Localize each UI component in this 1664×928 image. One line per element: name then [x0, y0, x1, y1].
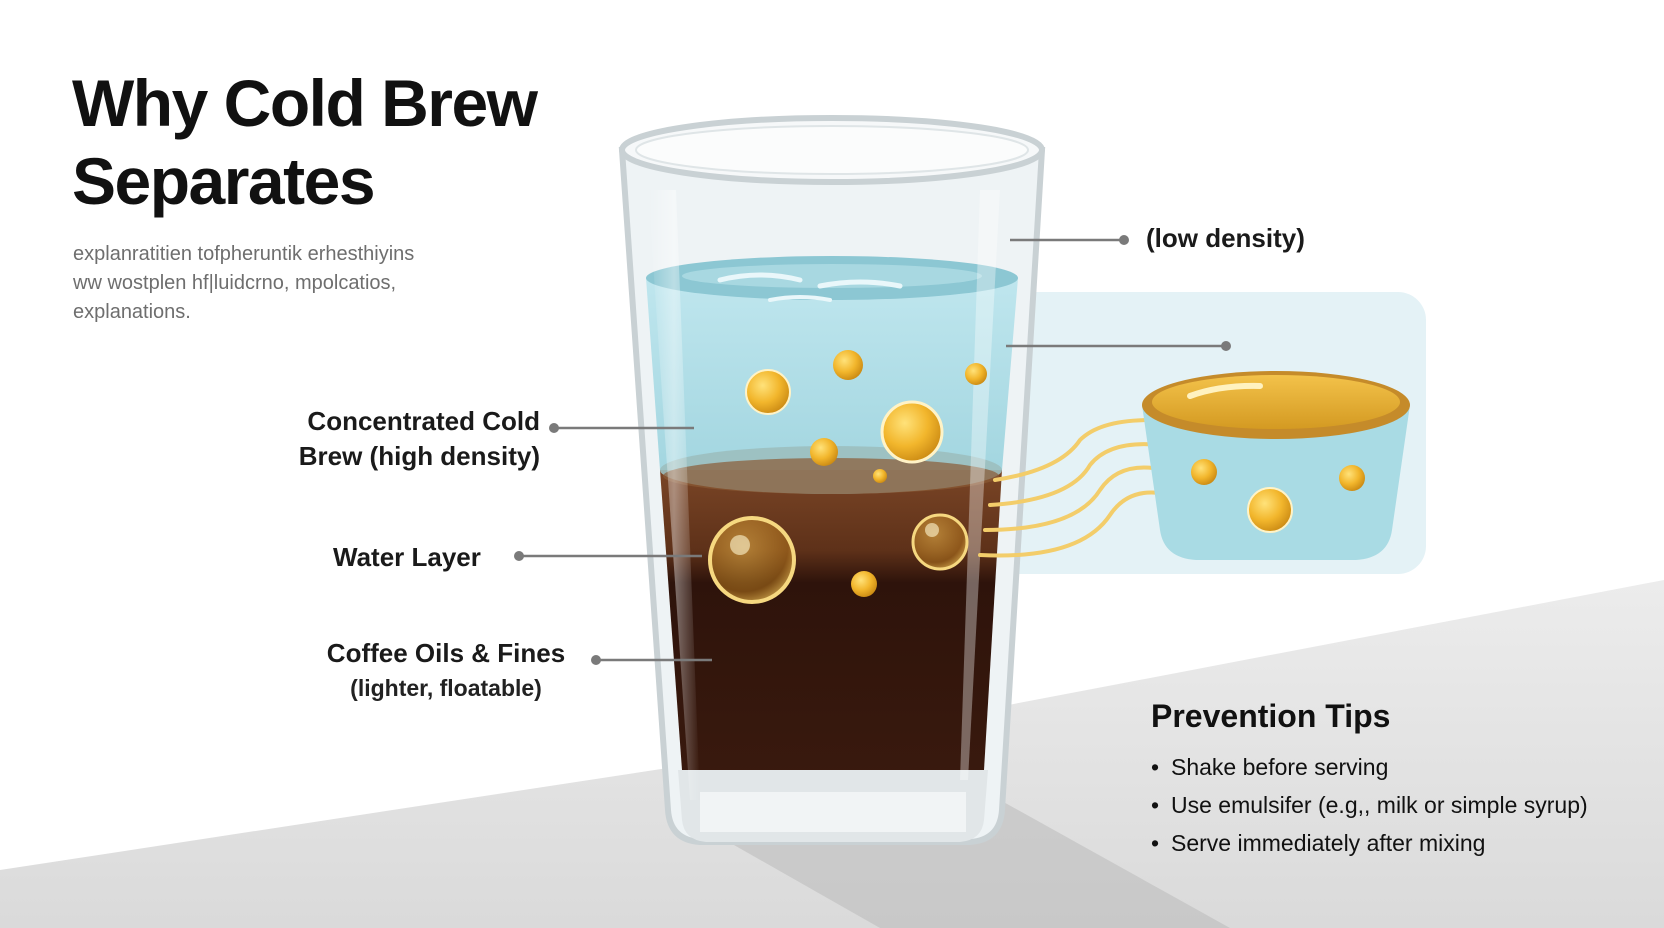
prevention-tip: • Shake before serving — [1151, 748, 1631, 786]
prevention-tip-text: Serve immediately after mixing — [1171, 830, 1486, 856]
prevention-tips-list: • Shake before serving • Use emulsifer (e.… — [1151, 748, 1631, 862]
callout-oils: Coffee Oils & Fines (lighter, floatable) — [310, 636, 582, 706]
oil-droplet — [873, 469, 887, 483]
flow-lines — [978, 418, 1172, 558]
oil-droplet — [1191, 459, 1217, 485]
oil-droplet — [1339, 465, 1365, 491]
callout-concentrated-line-2: Brew (high density) — [298, 441, 540, 471]
bullet-icon: • — [1151, 792, 1160, 818]
prevention-tip: • Serve immediately after mixing — [1151, 824, 1631, 862]
callout-concentrated: Concentrated Cold Brew (high density) — [270, 404, 540, 474]
callout-water-layer-text: Water Layer — [333, 542, 481, 572]
oil-droplet — [810, 438, 838, 466]
oil-bubble — [708, 516, 796, 604]
oil-droplet — [833, 350, 863, 380]
bullet-icon: • — [1151, 754, 1160, 780]
callout-oils-line-1: Coffee Oils & Fines — [326, 638, 566, 668]
oil-droplet — [851, 571, 877, 597]
oil-bubble — [911, 513, 969, 571]
bullet-icon: • — [1151, 830, 1160, 856]
oil-droplet — [745, 369, 791, 415]
callout-oils-line-2: (lighter, floatable) — [350, 675, 542, 701]
subtitle: explanratitien tofpheruntik erhesthiyins… — [73, 240, 493, 327]
oil-bowl — [1142, 371, 1410, 560]
oil-droplet — [1247, 487, 1293, 533]
page-title: Why Cold Brew Separates — [72, 64, 632, 220]
prevention-tip: • Use emulsifer (e.g,, milk or simple syr… — [1151, 786, 1631, 824]
prevention-tip-text: Shake before serving — [1171, 754, 1389, 780]
oil-droplet — [965, 363, 987, 385]
prevention-tip-text: Use emulsifer (e.g,, milk or simple syru… — [1171, 792, 1588, 818]
subtitle-line-2: ww wostplen hf|luidcrno, mpolcatios, — [73, 272, 397, 294]
leader-dots — [514, 235, 1231, 665]
callout-low-density: (low density) — [1146, 221, 1305, 256]
prevention-tips-title: Prevention Tips — [1151, 698, 1391, 734]
subtitle-line-3: explanations. — [73, 301, 191, 323]
leader-lines — [519, 238, 1226, 662]
oil-droplet — [880, 400, 944, 464]
callout-low-density-text: (low density) — [1146, 223, 1305, 253]
title-line-1: Why Cold Brew — [72, 66, 538, 140]
callout-water-layer: Water Layer — [333, 540, 481, 575]
callout-concentrated-line-1: Concentrated Cold — [307, 406, 540, 436]
subtitle-line-1: explanratitien tofpheruntik erhesthiyins — [73, 243, 415, 265]
prevention-tips: Prevention Tips • Shake before serving • U… — [1151, 696, 1631, 862]
title-line-2: Separates — [72, 144, 376, 218]
oil-droplets — [708, 350, 987, 604]
